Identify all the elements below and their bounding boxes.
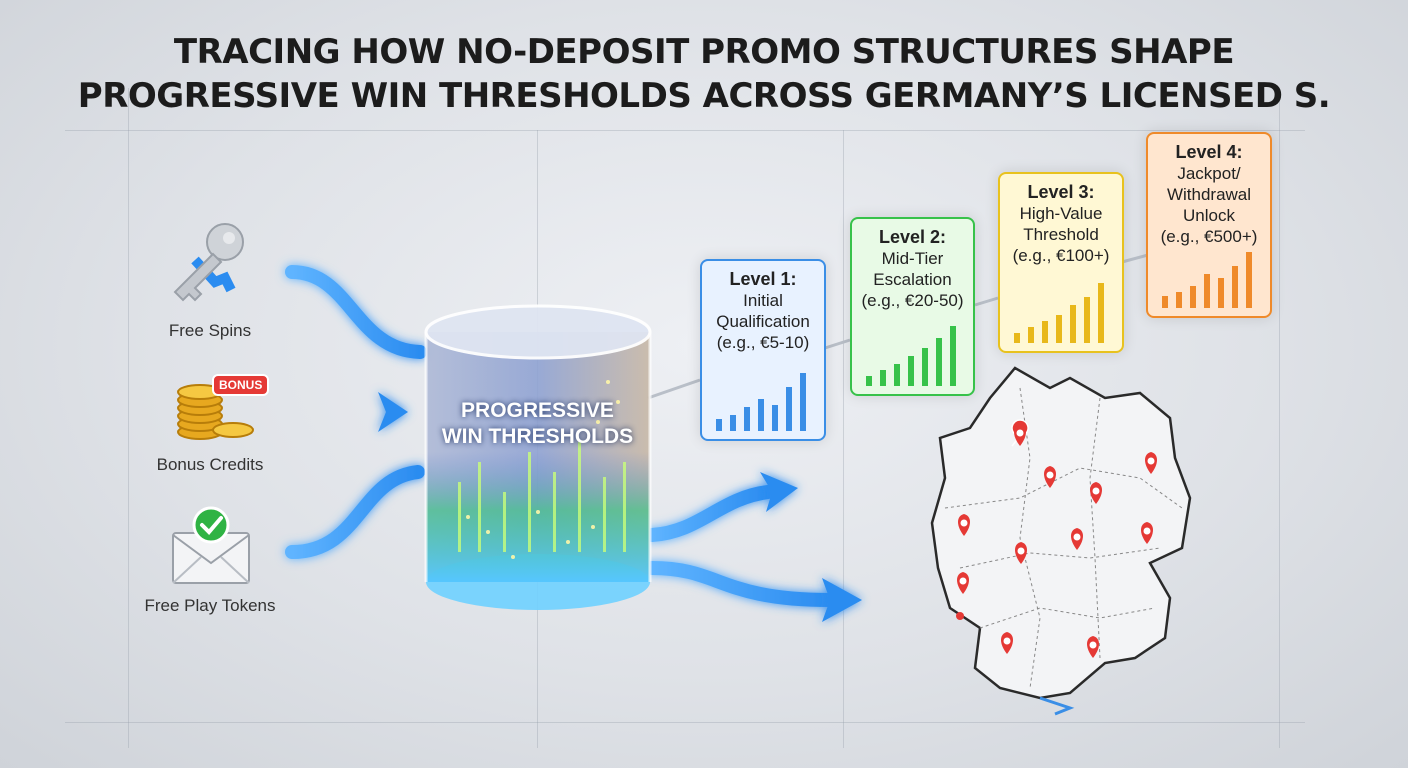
source-bonus-credits: BONUS Bonus Credits [110,372,310,475]
input-arrow-top [285,265,427,359]
level-desc-line: Unlock [1183,206,1235,225]
level-desc-line: Jackpot/ [1177,164,1241,183]
bonus-badge: BONUS [212,374,270,396]
level-desc-line: Threshold [1023,225,1099,244]
level-card-1: Level 1: Initial Qualification (e.g., €5… [700,259,826,441]
level-bars [866,326,956,386]
level-desc-line: (e.g., €5-10) [716,333,810,352]
arrowhead [822,578,862,622]
key-with-ribbon-icon [173,223,244,302]
level-card-3: Level 3: High-Value Threshold (e.g., €10… [998,172,1124,353]
level-card-2: Level 2: Mid-Tier Escalation (e.g., €20-… [850,217,975,396]
level-title: Level 2: [878,227,947,247]
source-free-play-tokens: Free Play Tokens [110,505,310,616]
level-title: Level 1: [729,269,797,289]
level-desc-line: (e.g., €100+) [1012,246,1110,265]
arrowhead [378,392,408,432]
source-label: Free Play Tokens [144,596,276,615]
output-arrow-bottom [645,561,837,607]
progressive-cylinder [424,304,652,610]
source-label: Free Spins [168,321,252,340]
location-pins [956,424,1157,658]
level-desc-line: High-Value [1019,204,1103,223]
level-bars [716,373,806,431]
source-label: Bonus Credits [156,455,264,474]
page-title: TRACING HOW NO-DEPOSIT PROMO STRUCTURES … [0,30,1408,118]
level-card-4: Level 4: Jackpot/ Withdrawal Unlock (e.g… [1146,132,1272,318]
grid-line [843,130,844,748]
cylinder-label-line-2: WIN THRESHOLDS [441,425,634,448]
cylinder-label-line-1: PROGRESSIVE [461,399,614,422]
level-desc-line: Escalation [873,270,952,289]
grid-line [65,722,1305,723]
level-desc-line: Qualification [716,312,810,331]
level-desc-line: (e.g., €20-50) [861,291,964,310]
level-bars [1014,283,1104,343]
level-desc-line: Mid-Tier [881,249,944,268]
envelope-check-icon [172,506,250,584]
title-line-2: PROGRESSIVE WIN THRESHOLDS ACROSS GERMAN… [77,76,1331,116]
grid-line [128,88,129,748]
title-line-1: TRACING HOW NO-DEPOSIT PROMO STRUCTURES … [173,32,1235,72]
grid-line [1279,88,1280,748]
input-arrow-bottom [285,465,425,559]
level-bars [1162,252,1252,308]
source-free-spins: Free Spins [110,220,310,341]
level-desc-line: Withdrawal [1166,185,1252,204]
level-title: Level 3: [1027,182,1095,202]
levels-connector-line [647,253,1149,400]
cylinder-label: PROGRESSIVE WIN THRESHOLDS [425,398,650,450]
level-desc-line: Initial [743,291,783,310]
output-arrow-top [645,485,775,542]
level-title: Level 4: [1175,142,1243,162]
level-desc-line: (e.g., €500+) [1160,227,1258,246]
germany-map-icon [930,366,1192,716]
arrowhead [760,472,798,512]
grid-line [65,130,1305,131]
coin-stack-icon [177,384,254,440]
